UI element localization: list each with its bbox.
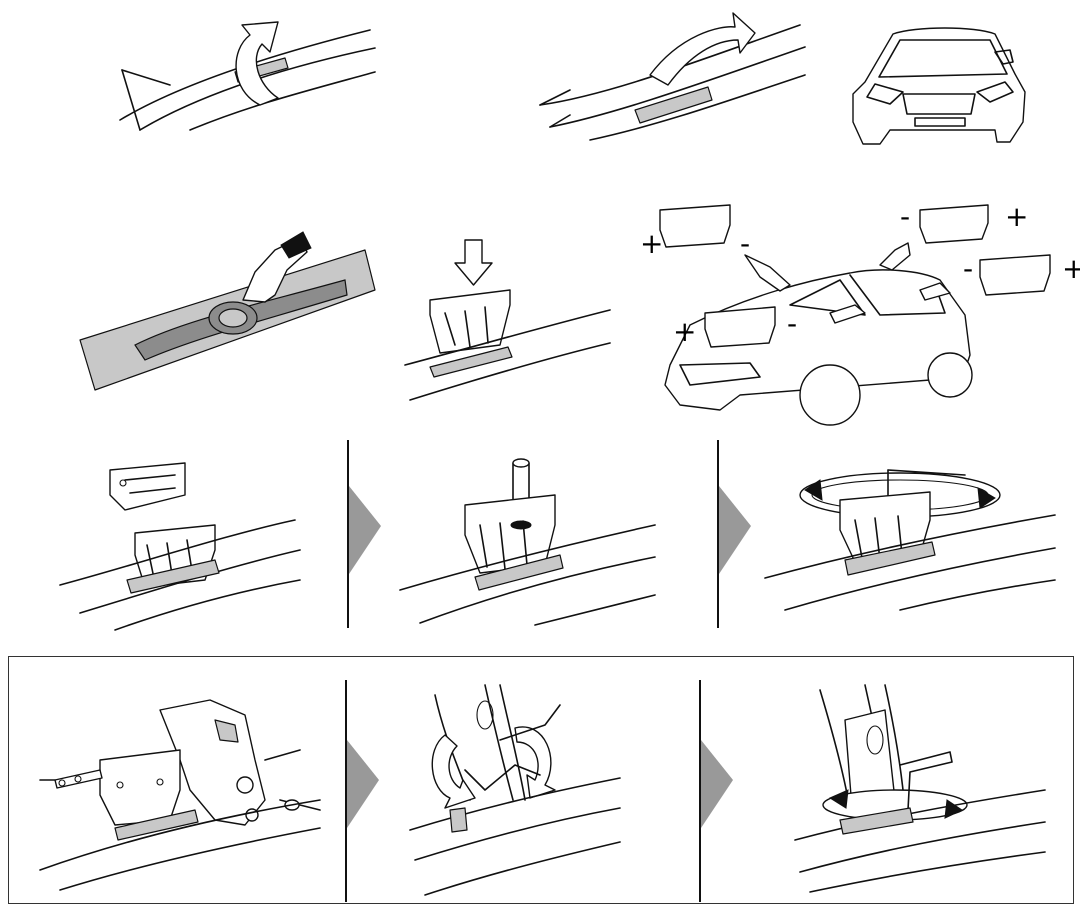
panel-car-front-view (845, 22, 1030, 147)
down-arrow-icon (455, 240, 492, 285)
panel-insert-bolt (395, 455, 660, 635)
curved-arrow-icon (650, 13, 755, 85)
panel-replace-rail-cover (530, 5, 810, 145)
panel-place-pad-on-rail (400, 235, 615, 410)
panel-final-tighten-check (790, 680, 1050, 895)
sign-plus: + (673, 318, 696, 346)
panel-clean-rail-surface (75, 210, 385, 395)
panel-remove-rail-cover (110, 10, 380, 140)
next-step-arrow-icon (701, 740, 735, 830)
panel-assemble-foot-cover (30, 680, 330, 895)
sign-minus: - (787, 310, 797, 338)
hand-icon (745, 255, 790, 291)
next-step-arrow-icon (719, 486, 753, 576)
sign-minus: - (900, 203, 910, 231)
next-step-arrow-icon (349, 486, 383, 576)
sign-plus: + (640, 230, 663, 258)
hand-icon (880, 243, 910, 270)
sign-minus: - (740, 230, 750, 258)
next-step-arrow-icon (347, 740, 381, 830)
rotate-arrow-icon (432, 735, 475, 808)
rotate-arrow-icon (515, 727, 555, 798)
panel-tighten-with-hex-key (760, 460, 1060, 625)
sign-plus: + (1062, 255, 1080, 283)
panel-tighten-foot (405, 680, 625, 898)
sign-minus: - (963, 255, 973, 283)
sign-plus: + (1005, 203, 1028, 231)
panel-place-clamp-bracket (55, 455, 305, 630)
